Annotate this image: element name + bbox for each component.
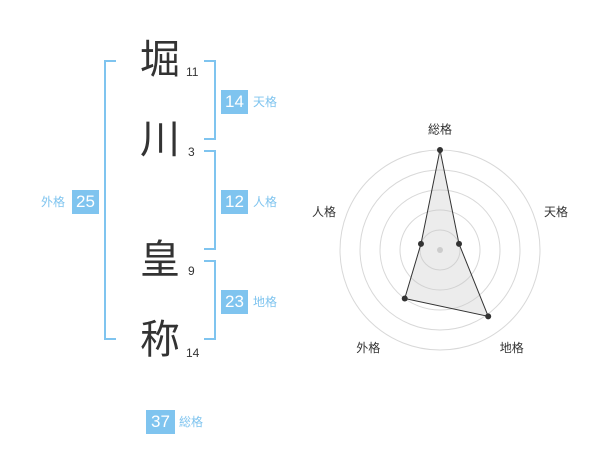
radar-point — [417, 240, 424, 247]
radar-point — [485, 313, 492, 320]
tenkaku-label: 天格 — [253, 95, 278, 109]
gaikaku-bracket — [104, 60, 116, 340]
name-char-3: 皇 — [140, 237, 180, 283]
radar-axis-label: 天格 — [544, 204, 568, 219]
stroke-count-1: 11 — [186, 65, 199, 79]
stroke-count-4: 14 — [186, 346, 200, 360]
radar-polygon — [404, 149, 490, 318]
radar-point — [456, 240, 463, 247]
radar-ring — [359, 169, 521, 331]
radar-ring — [419, 229, 461, 271]
chikaku-bracket — [204, 260, 216, 340]
soukaku-value: 37 — [146, 410, 175, 434]
soukaku-label: 総格 — [179, 415, 204, 429]
name-char-2: 川 — [140, 117, 180, 163]
chikaku-value: 23 — [221, 290, 248, 314]
radar-center-dot — [437, 247, 443, 253]
radar-ring — [399, 209, 481, 291]
radar-axis-label: 総格 — [428, 122, 452, 137]
radar-ring — [379, 189, 501, 311]
radar-point — [401, 295, 408, 302]
radar-axis-label: 外格 — [356, 340, 380, 355]
stroke-count-3: 9 — [188, 264, 195, 278]
jinkaku-bracket — [204, 150, 216, 250]
chikaku-label: 地格 — [253, 295, 278, 309]
radar-axis-label: 地格 — [500, 340, 524, 355]
gaikaku-label: 外格 — [41, 195, 66, 209]
jinkaku-value: 12 — [221, 190, 248, 214]
radar-axis-label: 人格 — [312, 204, 336, 219]
name-char-4: 称 — [140, 317, 180, 363]
jinkaku-label: 人格 — [253, 195, 278, 209]
tenkaku-value: 14 — [221, 90, 248, 114]
radar-point — [437, 147, 443, 153]
name-char-1: 堀 — [140, 37, 180, 83]
tenkaku-bracket — [204, 60, 216, 140]
stroke-count-2: 3 — [188, 145, 195, 159]
gaikaku-value: 25 — [72, 190, 99, 214]
